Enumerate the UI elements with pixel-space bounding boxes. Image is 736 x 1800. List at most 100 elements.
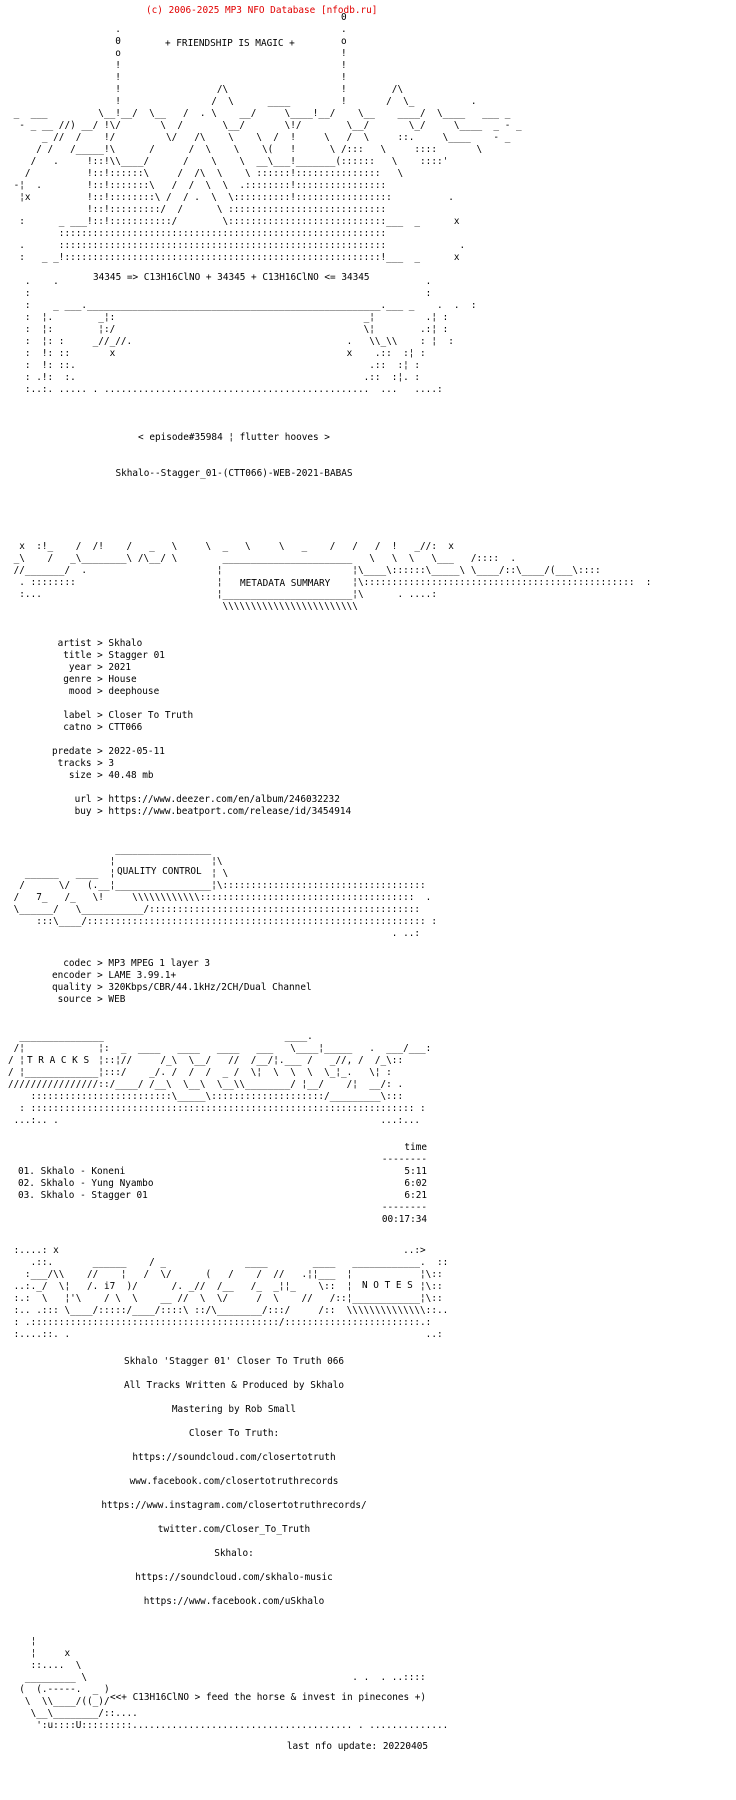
metadata-field-key: predate — [52, 746, 92, 757]
metadata-field-row: predate >2022-05-11 — [52, 746, 351, 758]
tracklist: time -------- 01. Skhalo - Koneni 5:11 02… — [18, 1142, 427, 1226]
facebook-skhalo-link[interactable]: https://www.facebook.com/uSkhalo — [143, 1596, 325, 1607]
source-value: WEB — [108, 994, 126, 1005]
soundcloud-closertotruth-link[interactable]: https://soundcloud.com/closertotruth — [132, 1452, 336, 1463]
metadata-field-key: genre — [63, 674, 92, 685]
facebook-closertotruth-link[interactable]: www.facebook.com/closertotruthrecords — [129, 1476, 339, 1487]
encoder-value: LAME 3.99.1+ — [108, 970, 177, 981]
kv-separator: > — [97, 746, 103, 757]
track-label: 02. Skhalo - Yung Nyambo — [18, 1178, 154, 1189]
track-label: 01. Skhalo - Koneni — [18, 1166, 126, 1177]
track-time: 5:11 — [404, 1166, 427, 1177]
tracks-count-value: 3 — [108, 758, 115, 769]
last-nfo-update: last nfo update: 20220405 — [286, 1741, 428, 1752]
quality-field-key: codec — [63, 958, 92, 969]
track-row: 02. Skhalo - Yung Nyambo 6:02 — [18, 1178, 427, 1190]
artist-value: Skhalo — [108, 638, 143, 649]
notes-banner-art: :....: x ..:> .::. ______ / _ ____ ____ … — [13, 1245, 449, 1340]
quality-field-key: source — [57, 994, 92, 1005]
kv-separator: > — [97, 710, 103, 721]
quality-field-row: codec>MP3 MPEG 1 layer 3 — [52, 958, 312, 970]
track-time: 6:02 — [404, 1178, 427, 1189]
tracks-banner-art: _______________ ____. /¦ ¦: _ ____ ____ … — [8, 1031, 432, 1126]
genre-value: House — [108, 674, 137, 685]
beatport-release-url[interactable]: https://www.beatport.com/release/id/3454… — [108, 806, 352, 817]
mastering-credit: Mastering by Rob Small — [171, 1404, 297, 1415]
horse-ascii-art: ¦ ¦ x ::.... \ _________ \ . . . ..:::: … — [19, 1636, 449, 1731]
bitrate-quality-value: 320Kbps/CBR/44.1kHz/2CH/Dual Channel — [108, 982, 312, 993]
kv-separator: > — [97, 982, 103, 993]
kv-separator: > — [97, 662, 103, 673]
metadata-field-key: buy — [74, 806, 92, 817]
kv-separator: > — [97, 722, 103, 733]
metadata-field-row: url > https://www.deezer.com/en/album/2460… — [52, 794, 351, 806]
metadata-field-row: year>2021 — [52, 662, 351, 674]
metadata-field-row: catno > CTT066 — [52, 722, 351, 734]
track-row: 01. Skhalo - Koneni 5:11 — [18, 1166, 427, 1178]
soundcloud-skhalo-link[interactable]: https://soundcloud.com/skhalo-music — [135, 1572, 333, 1583]
tracks-banner-title: T R A C K S — [27, 1055, 90, 1066]
quality-field-key: encoder — [52, 970, 92, 981]
quality-banner-art: _________________ ¦ ¦\ ______ ____ ¦ ¦ \… — [13, 844, 437, 939]
twitter-closertotruth-link[interactable]: twitter.com/Closer_To_Truth — [157, 1524, 311, 1535]
friendship-slogan: + FRIENDSHIP IS MAGIC + — [165, 38, 295, 49]
time-column-header: time — [404, 1142, 427, 1153]
metadata-field-key: year — [68, 662, 92, 673]
time-ruler: -------- — [381, 1154, 427, 1165]
title-value: Stagger 01 — [108, 650, 165, 661]
quality-field-row: source > WEB — [52, 994, 312, 1006]
metadata-summary-block: artist>Skhalo title>Stagger 01 year>2021… — [52, 638, 351, 830]
metadata-field-row: tracks >3 — [52, 758, 351, 770]
size-value: 40.48 mb — [108, 770, 154, 781]
metadata-banner-art: x :!_ / /! / _ \ \ _ \ \ _ / / / ! _//: … — [13, 541, 652, 612]
metadata-field-key: title — [63, 650, 92, 661]
time-ruler: -------- — [381, 1202, 427, 1213]
metadata-field-row: label>Closer To Truth — [52, 710, 351, 722]
kv-separator: > — [97, 650, 103, 661]
release-credit-line: Skhalo 'Stagger 01' Closer To Truth 066 — [123, 1356, 345, 1367]
tracklist-ruler-row: -------- — [18, 1154, 427, 1166]
track-time: 6:21 — [404, 1190, 427, 1201]
notes-block: Skhalo 'Stagger 01' Closer To Truth 066 … — [8, 1356, 460, 1620]
release-dirname: Skhalo--Stagger_01-(CTT066)-WEB-2021-BAB… — [115, 468, 353, 479]
metadata-field-key: catno — [63, 722, 92, 733]
total-time: 00:17:34 — [381, 1214, 427, 1225]
track-label: 03. Skhalo - Stagger 01 — [18, 1190, 148, 1201]
metadata-field-row: artist>Skhalo — [52, 638, 351, 650]
metadata-field-key: label — [63, 710, 92, 721]
quality-field-row: encoder > LAME 3.99.1+ — [52, 970, 312, 982]
mood-value: deephouse — [108, 686, 160, 697]
metadata-field-row: title > Stagger 01 — [52, 650, 351, 662]
chem-formula-line: 34345 => C13H16ClNO + 34345 + C13H16ClNO… — [93, 272, 370, 283]
codec-value: MP3 MPEG 1 layer 3 — [108, 958, 211, 969]
tracklist-header-row: time — [18, 1142, 427, 1154]
catno-value: CTT066 — [108, 722, 143, 733]
label-links-header: Closer To Truth: — [188, 1428, 280, 1439]
quality-field-key: quality — [52, 982, 92, 993]
artist-links-header: Skhalo: — [214, 1548, 254, 1559]
kv-separator: > — [97, 638, 103, 649]
deezer-album-url[interactable]: https://www.deezer.com/en/album/24603223… — [108, 794, 340, 805]
kv-separator: > — [97, 806, 103, 817]
kv-separator: > — [97, 970, 103, 981]
quality-banner-title: QUALITY CONTROL — [117, 866, 202, 877]
metadata-field-key: tracks — [57, 758, 92, 769]
kv-separator: > — [97, 794, 103, 805]
tracklist-ruler-row: -------- — [18, 1202, 427, 1214]
predate-value: 2022-05-11 — [108, 746, 165, 757]
quality-field-row: quality >320Kbps/CBR/44.1kHz/2CH/Dual Cha… — [52, 982, 312, 994]
kv-separator: > — [97, 994, 103, 1005]
metadata-banner-title: METADATA SUMMARY — [240, 578, 331, 589]
metadata-field-key: url — [74, 794, 92, 805]
metadata-field-key: size — [68, 770, 92, 781]
written-produced-credit: All Tracks Written & Produced by Skhalo — [123, 1380, 345, 1391]
horse-slogan: <<+ C13H16ClNO > feed the horse & invest… — [110, 1692, 427, 1703]
notes-banner-title: N O T E S — [362, 1280, 413, 1291]
quality-block: codec>MP3 MPEG 1 layer 3 encoder>LAME 3.… — [52, 958, 312, 1006]
nfodb-copyright-link[interactable]: (c) 2006-2025 MP3 NFO Database [nfodb.ru… — [146, 5, 378, 16]
instagram-closertotruth-link[interactable]: https://www.instagram.com/closertotruthr… — [101, 1500, 367, 1511]
tracklist-total-row: 00:17:34 — [18, 1214, 427, 1226]
kv-separator: > — [97, 758, 103, 769]
metadata-field-row: genre>House — [52, 674, 351, 686]
